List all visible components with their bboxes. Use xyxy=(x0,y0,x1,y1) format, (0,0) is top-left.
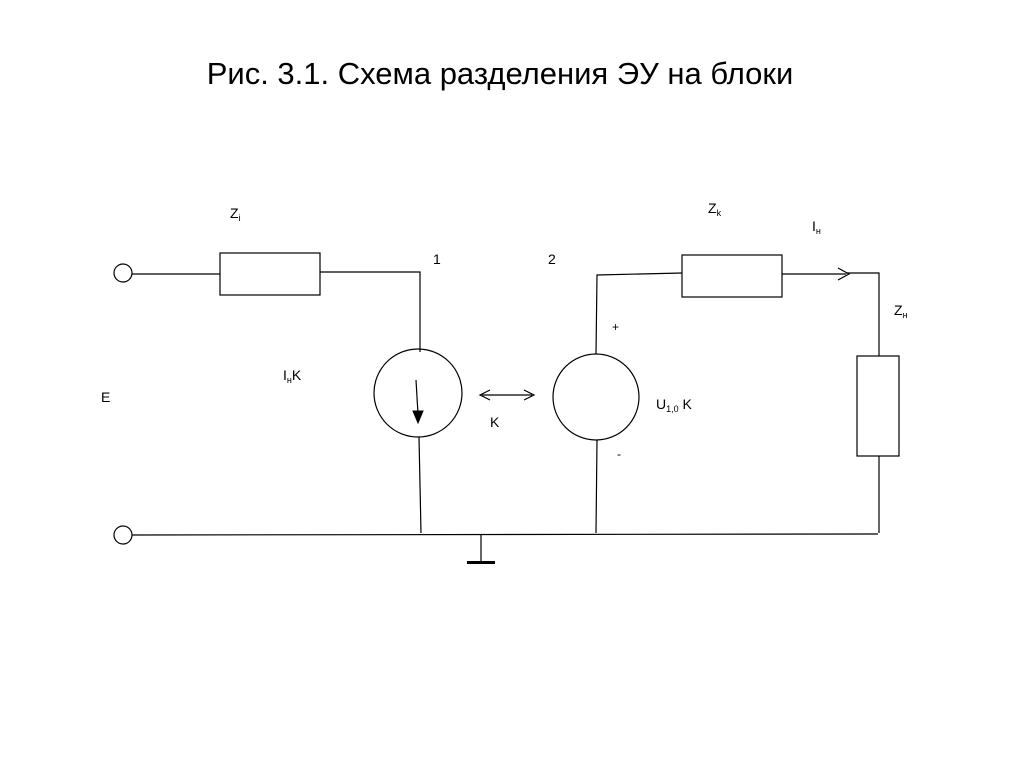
label-controlled-voltage: U1,0 K xyxy=(656,396,692,414)
voltage-source xyxy=(552,353,640,441)
wire-voltage-source-to-ground xyxy=(595,439,598,534)
input-terminal-top xyxy=(113,263,133,283)
label-plus: + xyxy=(612,320,620,334)
ground-symbol xyxy=(467,561,495,564)
label-minus: - xyxy=(617,447,621,461)
resistor-zi xyxy=(219,252,321,296)
coupling-arrow-left-head xyxy=(478,389,491,401)
coupling-arrow-right-head xyxy=(523,389,536,401)
wire-current-source-to-ground xyxy=(418,436,422,534)
figure-caption: Рис. 3.1. Схема разделения ЭУ на блоки xyxy=(206,56,794,91)
label-zn: Zн xyxy=(894,302,908,320)
wire-voltage-source-to-zk xyxy=(595,272,683,355)
label-e: E xyxy=(101,389,111,405)
resistor-zk xyxy=(681,254,783,298)
ground-bus xyxy=(131,533,879,536)
current-source xyxy=(373,348,463,438)
resistor-zn xyxy=(856,355,900,457)
wire-zi-to-current-source xyxy=(320,271,421,352)
label-zk: Zk xyxy=(708,200,722,218)
label-node-1: 1 xyxy=(433,251,441,267)
load-current-arrowhead xyxy=(837,267,851,281)
wire-to-zn xyxy=(846,272,880,356)
label-controlled-current: IнK xyxy=(283,367,302,385)
label-coupling-k: K xyxy=(490,414,500,430)
current-source-arrow-shaft xyxy=(415,379,419,415)
input-terminal-bottom xyxy=(113,525,133,545)
label-load-current: Iн xyxy=(812,218,821,236)
label-zi: Zi xyxy=(230,205,241,223)
current-source-arrowhead xyxy=(412,410,424,425)
label-node-2: 2 xyxy=(548,251,556,267)
